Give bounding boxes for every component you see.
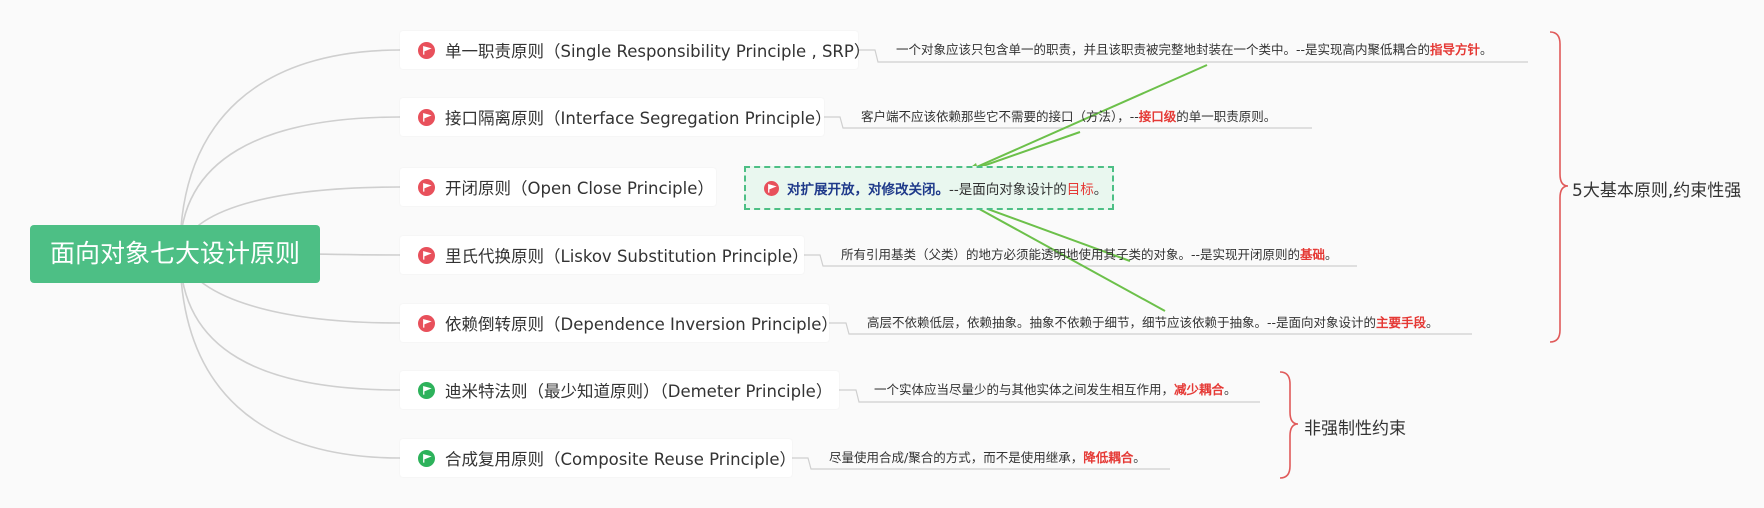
- brace-strong: [1549, 31, 1569, 343]
- root-topic[interactable]: 面向对象七大设计原则: [30, 225, 320, 283]
- note-text: 一个实体应当尽量少的与其他实体之间发生相互作用，: [874, 382, 1175, 397]
- red-flag-icon: [418, 246, 435, 264]
- principle-ocp[interactable]: 开闭原则（Open Close Principle）: [400, 168, 716, 206]
- note-lsp[interactable]: 所有引用基类（父类）的地方必须能透明地使用其子类的对象。--是实现开闭原则的基础…: [841, 246, 1338, 264]
- note-bold: 对扩展开放，对修改关闭。: [787, 182, 949, 198]
- note-highlight: 基础: [1300, 247, 1326, 262]
- red-flag-icon: [418, 108, 435, 126]
- note-srp[interactable]: 一个对象应该只包含单一的职责，并且该职责被完整地封装在一个类中。--是实现高内聚…: [896, 41, 1493, 59]
- principle-lsp[interactable]: 里氏代换原则（Liskov Substitution Principle）: [400, 236, 809, 274]
- principle-srp[interactable]: 单一职责原则（Single Responsibility Principle ,…: [400, 31, 870, 69]
- principle-demeter[interactable]: 迪米特法则（最少知道原则）（Demeter Principle）: [400, 371, 839, 409]
- note-text: 高层不依赖低层，依赖抽象。抽象不依赖于细节，细节应该依赖于抽象。--是面向对象设…: [867, 315, 1377, 330]
- note-end: 。: [1426, 315, 1439, 330]
- principle-crp[interactable]: 合成复用原则（Composite Reuse Principle）: [400, 439, 796, 477]
- note-text: --是面向对象设计的: [949, 182, 1067, 198]
- brace-weak: [1279, 371, 1299, 479]
- group-label-weak[interactable]: 非强制性约束: [1304, 419, 1406, 439]
- note-highlight: 减少耦合: [1174, 382, 1225, 397]
- note-end: 。: [1325, 247, 1338, 262]
- note-highlight: 主要手段: [1376, 315, 1427, 330]
- principle-label: 合成复用原则（Composite Reuse Principle）: [445, 450, 796, 469]
- principle-label: 里氏代换原则（Liskov Substitution Principle）: [445, 247, 809, 266]
- note-demeter[interactable]: 一个实体应当尽量少的与其他实体之间发生相互作用，减少耦合。: [874, 381, 1237, 399]
- note-end: 。: [1480, 42, 1493, 57]
- red-flag-icon: [418, 314, 435, 332]
- red-flag-icon: [418, 41, 435, 59]
- note-highlight: 降低耦合: [1083, 450, 1134, 465]
- note-dip[interactable]: 高层不依赖低层，依赖抽象。抽象不依赖于细节，细节应该依赖于抽象。--是面向对象设…: [867, 314, 1439, 332]
- principle-label: 接口隔离原则（Interface Segregation Principle）: [445, 109, 832, 128]
- red-flag-icon: [418, 178, 435, 196]
- green-flag-icon: [418, 381, 435, 399]
- note-highlight: 指导方针: [1430, 42, 1481, 57]
- principle-dip[interactable]: 依赖倒转原则（Dependence Inversion Principle）: [400, 304, 838, 342]
- principle-label: 开闭原则（Open Close Principle）: [445, 179, 714, 198]
- principle-label: 单一职责原则（Single Responsibility Principle ,…: [445, 42, 871, 61]
- note-end: 。: [1133, 450, 1146, 465]
- green-flag-icon: [418, 449, 435, 467]
- group-braces: [1279, 31, 1569, 479]
- principle-isp[interactable]: 接口隔离原则（Interface Segregation Principle）: [400, 98, 832, 136]
- note-highlight: 接口级: [1138, 109, 1177, 124]
- note-end: 。: [1224, 382, 1237, 397]
- group-label-strong[interactable]: 5大基本原则,约束性强: [1572, 181, 1742, 201]
- note-crp[interactable]: 尽量使用合成/聚合的方式，而不是使用继承，降低耦合。: [829, 449, 1146, 467]
- note-end: 的单一职责原则。: [1176, 109, 1277, 124]
- principle-label: 迪米特法则（最少知道原则）（Demeter Principle）: [445, 382, 833, 401]
- red-flag-icon: [764, 180, 779, 196]
- open-close-note[interactable]: 对扩展开放，对修改关闭。--是面向对象设计的目标。: [744, 166, 1114, 210]
- note-end: 。: [1093, 182, 1108, 198]
- principle-label: 依赖倒转原则（Dependence Inversion Principle）: [445, 315, 838, 334]
- note-isp[interactable]: 客户端不应该依赖那些它不需要的接口（方法），--接口级的单一职责原则。: [861, 108, 1276, 126]
- note-text: 一个对象应该只包含单一的职责，并且该职责被完整地封装在一个类中。--是实现高内聚…: [896, 42, 1431, 57]
- note-text: 所有引用基类（父类）的地方必须能透明地使用其子类的对象。--是实现开闭原则的: [841, 247, 1301, 262]
- note-text: 客户端不应该依赖那些它不需要的接口（方法），--: [861, 109, 1139, 124]
- note-text: 尽量使用合成/聚合的方式，而不是使用继承，: [829, 450, 1084, 465]
- note-lines: [792, 49, 1528, 470]
- note-highlight: 目标: [1066, 182, 1094, 198]
